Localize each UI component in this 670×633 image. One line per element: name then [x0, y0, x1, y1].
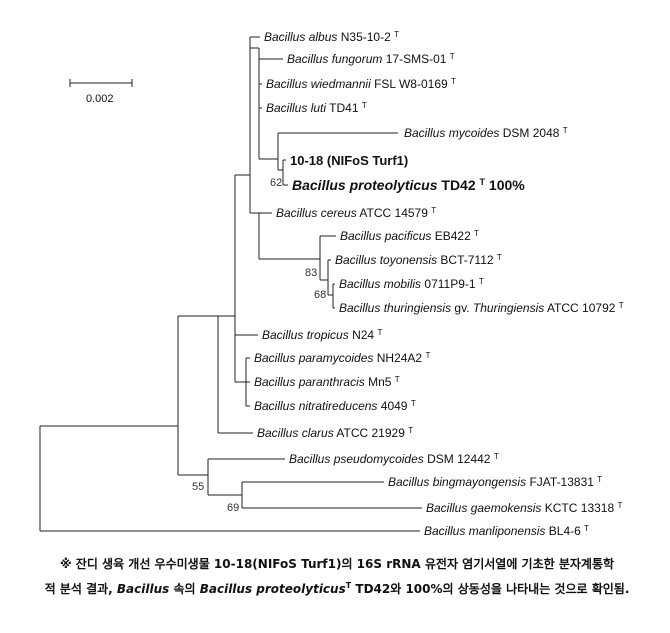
- taxon-label-luti: Bacillus luti TD41 T: [266, 101, 367, 116]
- figure-caption: ※ 잔디 생육 개선 우수미생물 10-18(NIFoS Turf1)의 16S…: [14, 552, 660, 602]
- taxon-label-tropicus: Bacillus tropicus N24 T: [262, 328, 382, 343]
- taxon-label-gaemokensis: Bacillus gaemokensis KCTC 13318 T: [426, 501, 622, 516]
- bootstrap-values: 62 83 68 55 69: [192, 177, 326, 514]
- taxon-label-pacificus: Bacillus pacificus EB422 T: [340, 229, 479, 244]
- taxon-label-mycoides: Bacillus mycoides DSM 2048 T: [404, 126, 568, 141]
- identity-value: 100%: [489, 177, 525, 193]
- taxon-label-mobilis: Bacillus mobilis 0711P9-1 T: [339, 277, 484, 292]
- scale-bar: 0.002: [69, 79, 133, 105]
- taxon-label-clarus: Bacillus clarus ATCC 21929 T: [257, 426, 413, 441]
- bootstrap-value: 69: [227, 502, 239, 514]
- taxon-label-paramycoides: Bacillus paramycoides NH24A2 T: [254, 351, 430, 366]
- taxon-label-bingmayongensis: Bacillus bingmayongensis FJAT-13831 T: [388, 475, 602, 490]
- caption-genus: Bacillus: [116, 582, 170, 596]
- bootstrap-value: 62: [270, 177, 282, 189]
- caption-text: TD42와 100%의 상동성을 나타내는 것으로 확인됨.: [351, 582, 630, 596]
- taxon-label-paranthracis: Bacillus paranthracis Mn5 T: [254, 375, 400, 390]
- taxon-labels: Bacillus albus N35-10-2 T Bacillus fungo…: [254, 30, 624, 539]
- caption-type-strain-mark: T: [345, 581, 352, 590]
- caption-species: Bacillus proteolyticus: [199, 582, 346, 596]
- bootstrap-value: 68: [314, 289, 326, 301]
- sample-label: 10-18 (NIFoS Turf1): [290, 153, 408, 168]
- taxon-label-nitratireducens: Bacillus nitratireducens 4049 T: [254, 399, 416, 414]
- taxon-label-albus: Bacillus albus N35-10-2 T: [264, 30, 399, 45]
- bootstrap-value: 83: [305, 267, 317, 279]
- caption-line-2: 적 분석 결과, Bacillus 속의 Bacillus proteolyti…: [14, 577, 660, 602]
- taxon-label-thuringiensis: Bacillus thuringiensis gv. Thuringiensis…: [339, 301, 624, 316]
- taxon-label-manliponensis: Bacillus manliponensis BL4-6 T: [424, 524, 589, 539]
- taxon-label-cereus: Bacillus cereus ATCC 14579 T: [276, 206, 436, 221]
- caption-line-1: ※ 잔디 생육 개선 우수미생물 10-18(NIFoS Turf1)의 16S…: [59, 557, 615, 571]
- taxon-label-pseudomycoides: Bacillus pseudomycoides DSM 12442 T: [289, 452, 499, 467]
- bootstrap-value: 55: [192, 481, 204, 493]
- caption-text: 속의: [169, 582, 200, 596]
- caption-text: 적 분석 결과,: [44, 582, 117, 596]
- taxon-label-toyonensis: Bacillus toyonensis BCT-7112 T: [335, 253, 502, 268]
- matched-type-strain-label: Bacillus proteolyticus TD42 T 100%: [292, 177, 525, 193]
- phylogenetic-tree: 0.002: [39, 30, 624, 539]
- scale-bar-label: 0.002: [86, 93, 114, 105]
- taxon-label-fungorum: Bacillus fungorum 17-SMS-01 T: [287, 52, 455, 67]
- taxon-label-wiedmannii: Bacillus wiedmannii FSL W8-0169 T: [266, 77, 456, 92]
- tree-branches: [39, 36, 422, 532]
